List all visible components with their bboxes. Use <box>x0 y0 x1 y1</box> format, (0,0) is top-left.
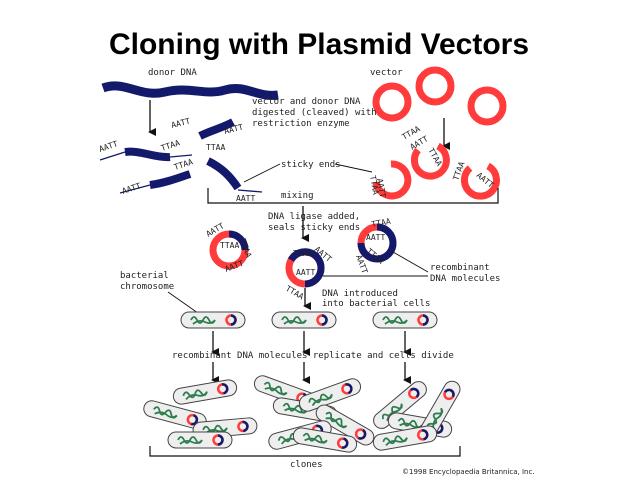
pointer-recombinant-1 <box>392 251 429 273</box>
clones-bracket <box>149 446 461 457</box>
seq-aatt-4: AATT <box>121 181 142 196</box>
label-vector: vector <box>370 68 403 78</box>
sticky-end-3 <box>119 184 151 194</box>
seq-aatt-7: AATT <box>375 178 387 199</box>
label-clones: clones <box>290 460 323 470</box>
seq-aatt-5: AATT <box>236 194 255 203</box>
seq-aatt-1: AATT <box>98 139 119 154</box>
label-digest-3: restriction enzyme <box>252 119 350 129</box>
vector-plasmid-3 <box>467 86 507 126</box>
seq-ttaa-2: TTAA <box>173 157 194 172</box>
clone-cell-14 <box>372 425 438 451</box>
seq-aatt-13: AATT <box>366 233 385 242</box>
clone-cell-2 <box>172 379 238 405</box>
donor-fragment-4 <box>206 157 242 191</box>
seq-aatt-10: AATT <box>224 259 245 274</box>
sticky-end-4 <box>237 189 263 193</box>
vector-plasmid-2 <box>415 66 455 106</box>
label-bacterial-2: chromosome <box>120 282 174 292</box>
recombinant-plasmid-center <box>285 248 325 288</box>
label-mixing: mixing <box>281 191 314 201</box>
donor-fragment-1 <box>124 147 171 162</box>
seq-ttaa-3: TTAA <box>206 143 225 152</box>
clones-group <box>143 375 461 453</box>
cleaved-vector-3 <box>460 162 500 200</box>
label-replicate: recombinant DNA molecules replicate and … <box>172 351 454 361</box>
sticky-end-1 <box>99 151 126 161</box>
donor-fragment-2 <box>198 118 235 140</box>
slide-title: Cloning with Plasmid Vectors <box>108 28 530 61</box>
label-recombinant-2: DNA molecules <box>430 274 500 284</box>
bacterial-cell-right <box>372 311 438 329</box>
copyright: ©1998 Encyclopaedia Britannica, Inc. <box>402 468 535 476</box>
seq-ttaa-1: TTAA <box>160 138 181 153</box>
clone-cell-11 <box>373 381 427 429</box>
clone-cell-7 <box>298 378 362 412</box>
pointer-sticky-left <box>243 163 281 183</box>
label-ligase-2: seals sticky ends <box>268 223 360 233</box>
seq-ttaa-6: TTAA <box>368 175 380 196</box>
seq-ttaa-12: TTAA <box>371 217 392 229</box>
label-digest-1: vector and donor DNA <box>252 97 361 107</box>
label-bacterial-1: bacterial <box>120 271 169 281</box>
clone-cell-8 <box>315 404 375 446</box>
label-sticky-ends: sticky ends <box>281 160 341 170</box>
label-recombinant-1: recombinant <box>430 263 490 273</box>
label-digest-2: digested (cleaved) with <box>252 108 377 118</box>
bacterial-cell-left <box>180 311 246 329</box>
mixing-bracket <box>207 188 499 204</box>
recombinant-plasmid-right <box>357 223 397 263</box>
clone-cell-4 <box>167 431 233 449</box>
seq-aatt-11: AATT <box>296 268 315 277</box>
clone-cell-10 <box>292 427 358 453</box>
seq-aatt-2: AATT <box>170 117 191 130</box>
label-introduced-2: into bacterial cells <box>322 299 430 309</box>
sticky-end-2 <box>169 154 193 158</box>
label-donor-dna: donor DNA <box>148 68 197 78</box>
recombinant-plasmid-left <box>209 230 249 270</box>
label-introduced-1: DNA introduced <box>322 289 398 299</box>
bacterial-cell-center <box>271 311 337 329</box>
seq-ttaa-8: TTAA <box>220 241 239 250</box>
cleaved-vector-1 <box>372 160 412 200</box>
cells-row <box>180 311 438 329</box>
donor-dna-strand <box>101 81 279 100</box>
label-ligase-1: DNA ligase added, <box>268 212 360 222</box>
vector-plasmid-1 <box>372 82 412 122</box>
cleaved-vector-2 <box>410 142 450 180</box>
clone-cell-13 <box>419 380 461 440</box>
seq-ttaa-10: TTAA <box>293 249 312 258</box>
donor-fragment-3 <box>149 170 192 189</box>
pointer-sticky-right <box>334 163 373 173</box>
